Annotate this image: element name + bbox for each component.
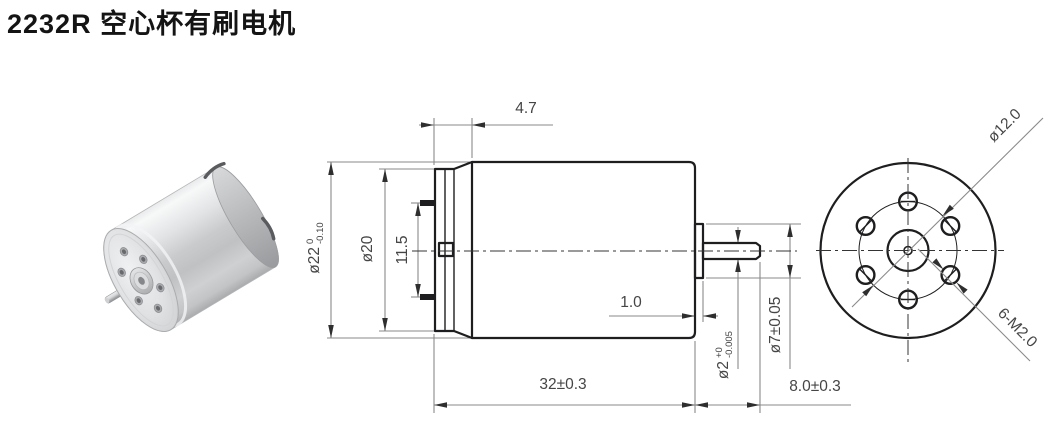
end-view: ø12.0 6-M2.0: [816, 105, 1044, 363]
dim-shaft-diameter: ø2 +0 -0.005: [714, 331, 735, 379]
shaft-tip: [104, 297, 110, 304]
svg-text:ø22: ø22: [306, 247, 323, 274]
dim-bolt-circle-diameter: ø12.0: [985, 105, 1025, 145]
bearing-boss-rear: [437, 241, 455, 258]
arrowheads: [328, 122, 793, 408]
dim-terminal-spacing: 11.5: [394, 235, 411, 264]
dim-boss-diameter: ø7±0.05: [767, 297, 784, 354]
mount-hole-dim-line: [917, 248, 1031, 362]
dim-mounting-holes: 6-M2.0: [994, 305, 1040, 351]
dim-cap-diameter: ø20: [359, 235, 376, 262]
back-cap-notch: [203, 161, 226, 179]
dimension-lines: [330, 124, 851, 406]
svg-text:ø2: ø2: [715, 361, 732, 379]
svg-text:ø20: ø20: [359, 235, 376, 262]
svg-text:ø7±0.05: ø7±0.05: [767, 297, 784, 354]
motor-photo: [103, 161, 279, 332]
side-view: 4.7 32±0.3 8.0±0.3 1.0 ø22 0 -0.10 ø20 1…: [305, 100, 851, 413]
svg-text:0: 0: [305, 239, 316, 244]
extension-lines: [327, 118, 801, 413]
face-inner-ring: [108, 233, 174, 327]
end-cap-outline: [433, 160, 474, 340]
face-screw-centers: [119, 249, 163, 311]
svg-text:6-M2.0: 6-M2.0: [994, 305, 1040, 351]
terminal: [420, 294, 435, 300]
terminal: [420, 200, 435, 206]
motor-body-outline: [470, 160, 697, 340]
dim-body-diameter: ø22 0 -0.10: [305, 222, 326, 273]
dim-body-length: 32±0.3: [539, 376, 586, 393]
shaft-outline: [701, 241, 762, 261]
svg-text:ø12.0: ø12.0: [985, 105, 1025, 145]
svg-text:-0.10: -0.10: [315, 222, 326, 244]
back-cap-notch: [261, 216, 276, 241]
svg-text:11.5: 11.5: [394, 235, 411, 264]
svg-text:+0: +0: [714, 347, 725, 358]
dim-shaft-length: 8.0±0.3: [789, 378, 841, 395]
dim-boss-thickness: 1.0: [620, 294, 642, 311]
shaft-hub-center: [138, 276, 145, 285]
page-title: 2232R 空心杯有刷电机: [7, 8, 296, 39]
dim-cap-length: 4.7: [515, 100, 537, 117]
svg-text:-0.005: -0.005: [724, 331, 735, 358]
